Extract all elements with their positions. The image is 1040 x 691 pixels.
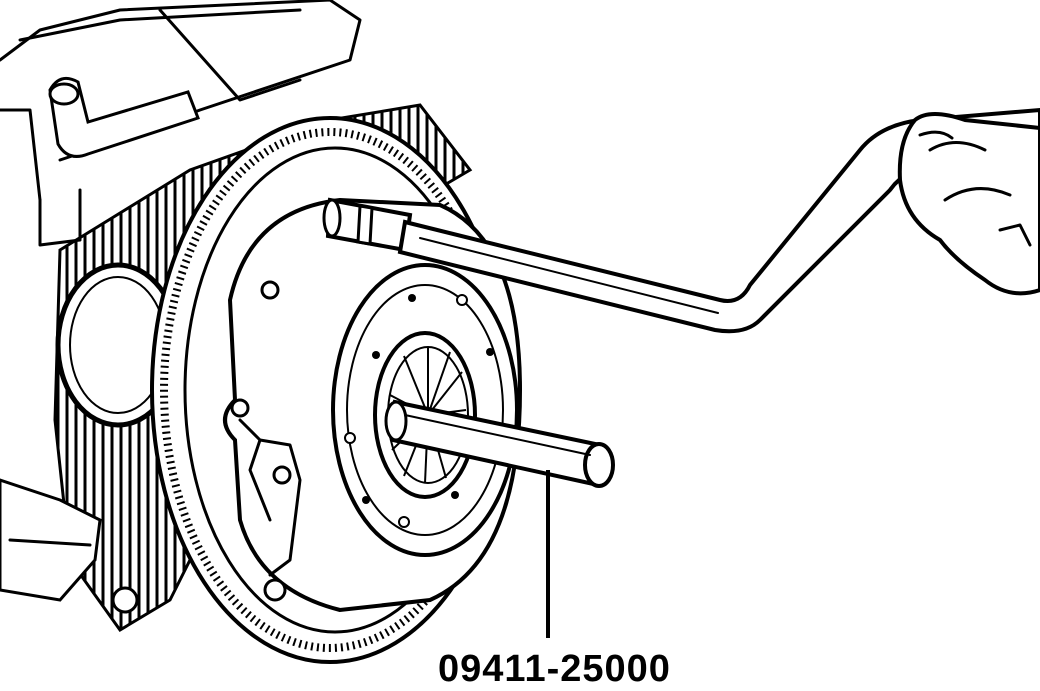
socket-wrench <box>322 107 1040 334</box>
clutch-guide-tool <box>384 399 615 488</box>
part-number-label: 09411-25000 <box>438 648 671 690</box>
hand <box>897 112 1040 296</box>
